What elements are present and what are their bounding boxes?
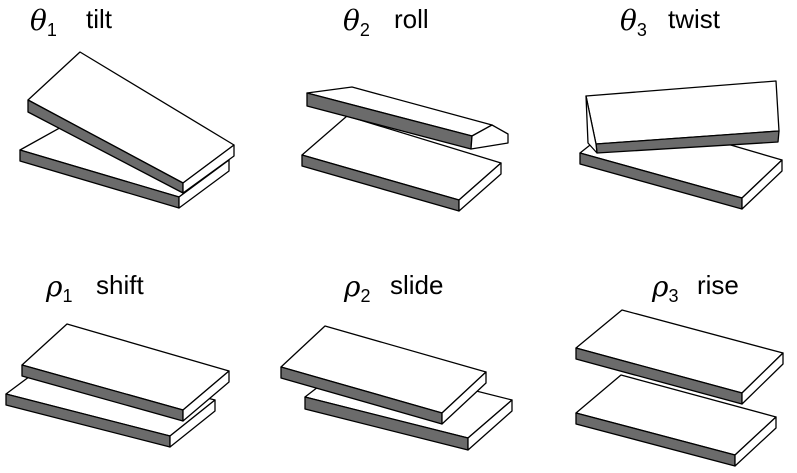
theta1-symbol: θ xyxy=(30,4,47,37)
svg-text:ρ1: ρ1 xyxy=(45,270,72,306)
roll-upper-plate xyxy=(306,86,509,150)
label-rho1: ρ1 shift xyxy=(45,270,144,306)
svg-text:ρ3: ρ3 xyxy=(651,270,678,306)
rho1-word: shift xyxy=(96,270,144,300)
theta3-word: twist xyxy=(668,4,721,34)
label-rho3: ρ3 rise xyxy=(651,270,739,306)
rise-lower-plate xyxy=(575,374,777,467)
rho3-symbol: ρ xyxy=(651,270,669,303)
shift-upper-plate xyxy=(21,323,230,422)
rho1-index: 1 xyxy=(62,286,72,306)
rho1-symbol: ρ xyxy=(45,270,63,303)
theta2-index: 2 xyxy=(360,20,370,40)
rise-upper-plate xyxy=(575,309,784,405)
rho2-index: 2 xyxy=(360,286,370,306)
theta2-symbol: θ xyxy=(343,4,360,37)
theta1-word: tilt xyxy=(86,4,113,34)
svg-text:ρ2: ρ2 xyxy=(343,270,370,306)
slide-illustration xyxy=(280,325,513,451)
shift-illustration xyxy=(5,323,230,448)
theta3-index: 3 xyxy=(637,20,647,40)
svg-text:θ2: θ2 xyxy=(343,4,370,40)
svg-text:θ3: θ3 xyxy=(620,4,647,40)
label-theta2: θ2 roll xyxy=(343,4,429,40)
theta3-symbol: θ xyxy=(620,4,637,37)
rho2-symbol: ρ xyxy=(343,270,361,303)
label-theta1: θ1 tilt xyxy=(30,4,113,40)
theta2-word: roll xyxy=(394,4,429,34)
label-theta3: θ3 twist xyxy=(620,4,721,40)
theta1-index: 1 xyxy=(47,20,57,40)
svg-text:θ1: θ1 xyxy=(30,4,57,40)
rho3-index: 3 xyxy=(668,286,678,306)
roll-lower-plate xyxy=(301,115,502,212)
rho3-word: rise xyxy=(697,270,739,300)
twist-illustration xyxy=(579,80,783,210)
rho2-word: slide xyxy=(390,270,443,300)
tilt-illustration xyxy=(19,51,235,209)
label-rho2: ρ2 slide xyxy=(343,270,443,306)
roll-illustration xyxy=(301,86,509,212)
rise-illustration xyxy=(575,309,784,467)
slide-upper-plate xyxy=(280,325,487,425)
tilt-upper-plate xyxy=(27,51,235,194)
twist-upper-plate xyxy=(585,80,780,154)
